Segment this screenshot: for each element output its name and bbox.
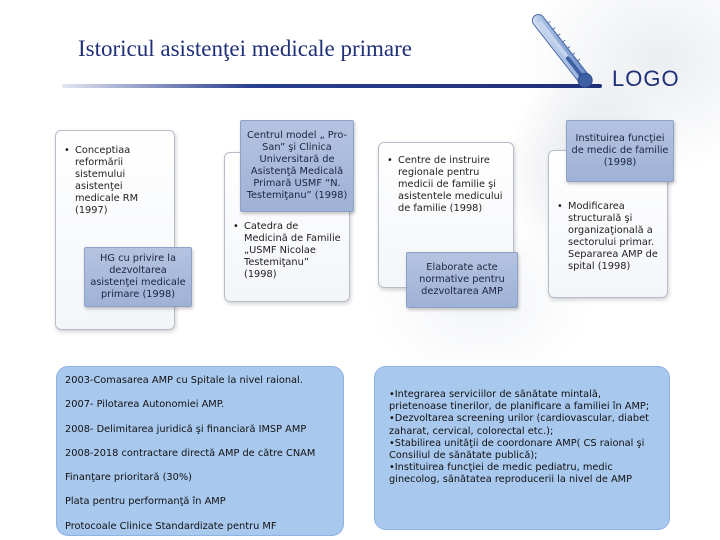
box-family-doctor-function-text: Instituirea funcţiei de medic de familie…: [571, 133, 669, 168]
box-normative-acts-text: Elaborate acte normative pentru dezvolta…: [419, 262, 505, 297]
integration-item: •Instituirea funcţiei de medic pediatru,…: [389, 462, 633, 486]
integration-panel: •Integrarea serviciilor de sănătate mint…: [374, 366, 670, 530]
box-pro-san-center-text: Centrul model „ Pro-San” şi Clinica Univ…: [246, 130, 348, 201]
milestone-item: Plata pentru performanţă în AMP: [65, 496, 226, 508]
thermometer-icon: [531, 13, 593, 88]
card-family-medicine-chair-text: Catedra de Medicină de Familie „USMF Nic…: [233, 221, 343, 281]
box-pro-san-center: Centrul model „ Pro-San” şi Clinica Univ…: [240, 120, 354, 212]
integration-item: •Stabilirea unităţii de coordonare AMP( …: [389, 437, 645, 462]
box-normative-acts: Elaborate acte normative pentru dezvolta…: [406, 252, 518, 308]
card-regional-training-text: Centre de instruire regionale pentru med…: [387, 155, 507, 215]
integration-item: •Integrarea serviciilor de sănătate mint…: [389, 389, 650, 413]
card-structural-change-text: Modificarea structurală şi organizaţiona…: [557, 201, 663, 273]
integration-item: •Dezvoltarea screening urilor (cardiovas…: [389, 413, 649, 437]
milestone-item: Finanţare prioritară (30%): [65, 472, 192, 484]
box-family-doctor-function: Instituirea funcţiei de medic de familie…: [566, 120, 674, 182]
milestone-item: 2008- Delimitarea juridică şi financiară…: [65, 423, 307, 435]
milestone-item: 2003-Comasarea AMP cu Spitale la nivel r…: [65, 375, 303, 386]
logo-text: LOGO: [612, 66, 680, 91]
milestone-item: 2008-2018 contractare directă AMP de căt…: [65, 447, 316, 459]
card-reform-concept-text: Conceptiaa reformării sistemului asisten…: [64, 145, 168, 217]
milestone-item: 2007- Pilotarea Autonomiei AMP.: [65, 399, 225, 411]
title-underline: [62, 84, 602, 88]
box-hg-decision: HG cu privire la dezvoltarea asistenţei …: [84, 247, 192, 307]
milestones-panel: 2003-Comasarea AMP cu Spitale la nivel r…: [56, 366, 344, 536]
milestone-item: Protocoale Clinice Standardizate pentru …: [65, 520, 277, 532]
slide-title: Istoricul asistenţei medicale primare: [78, 36, 413, 61]
box-hg-decision-text: HG cu privire la dezvoltarea asistenţei …: [90, 253, 186, 300]
